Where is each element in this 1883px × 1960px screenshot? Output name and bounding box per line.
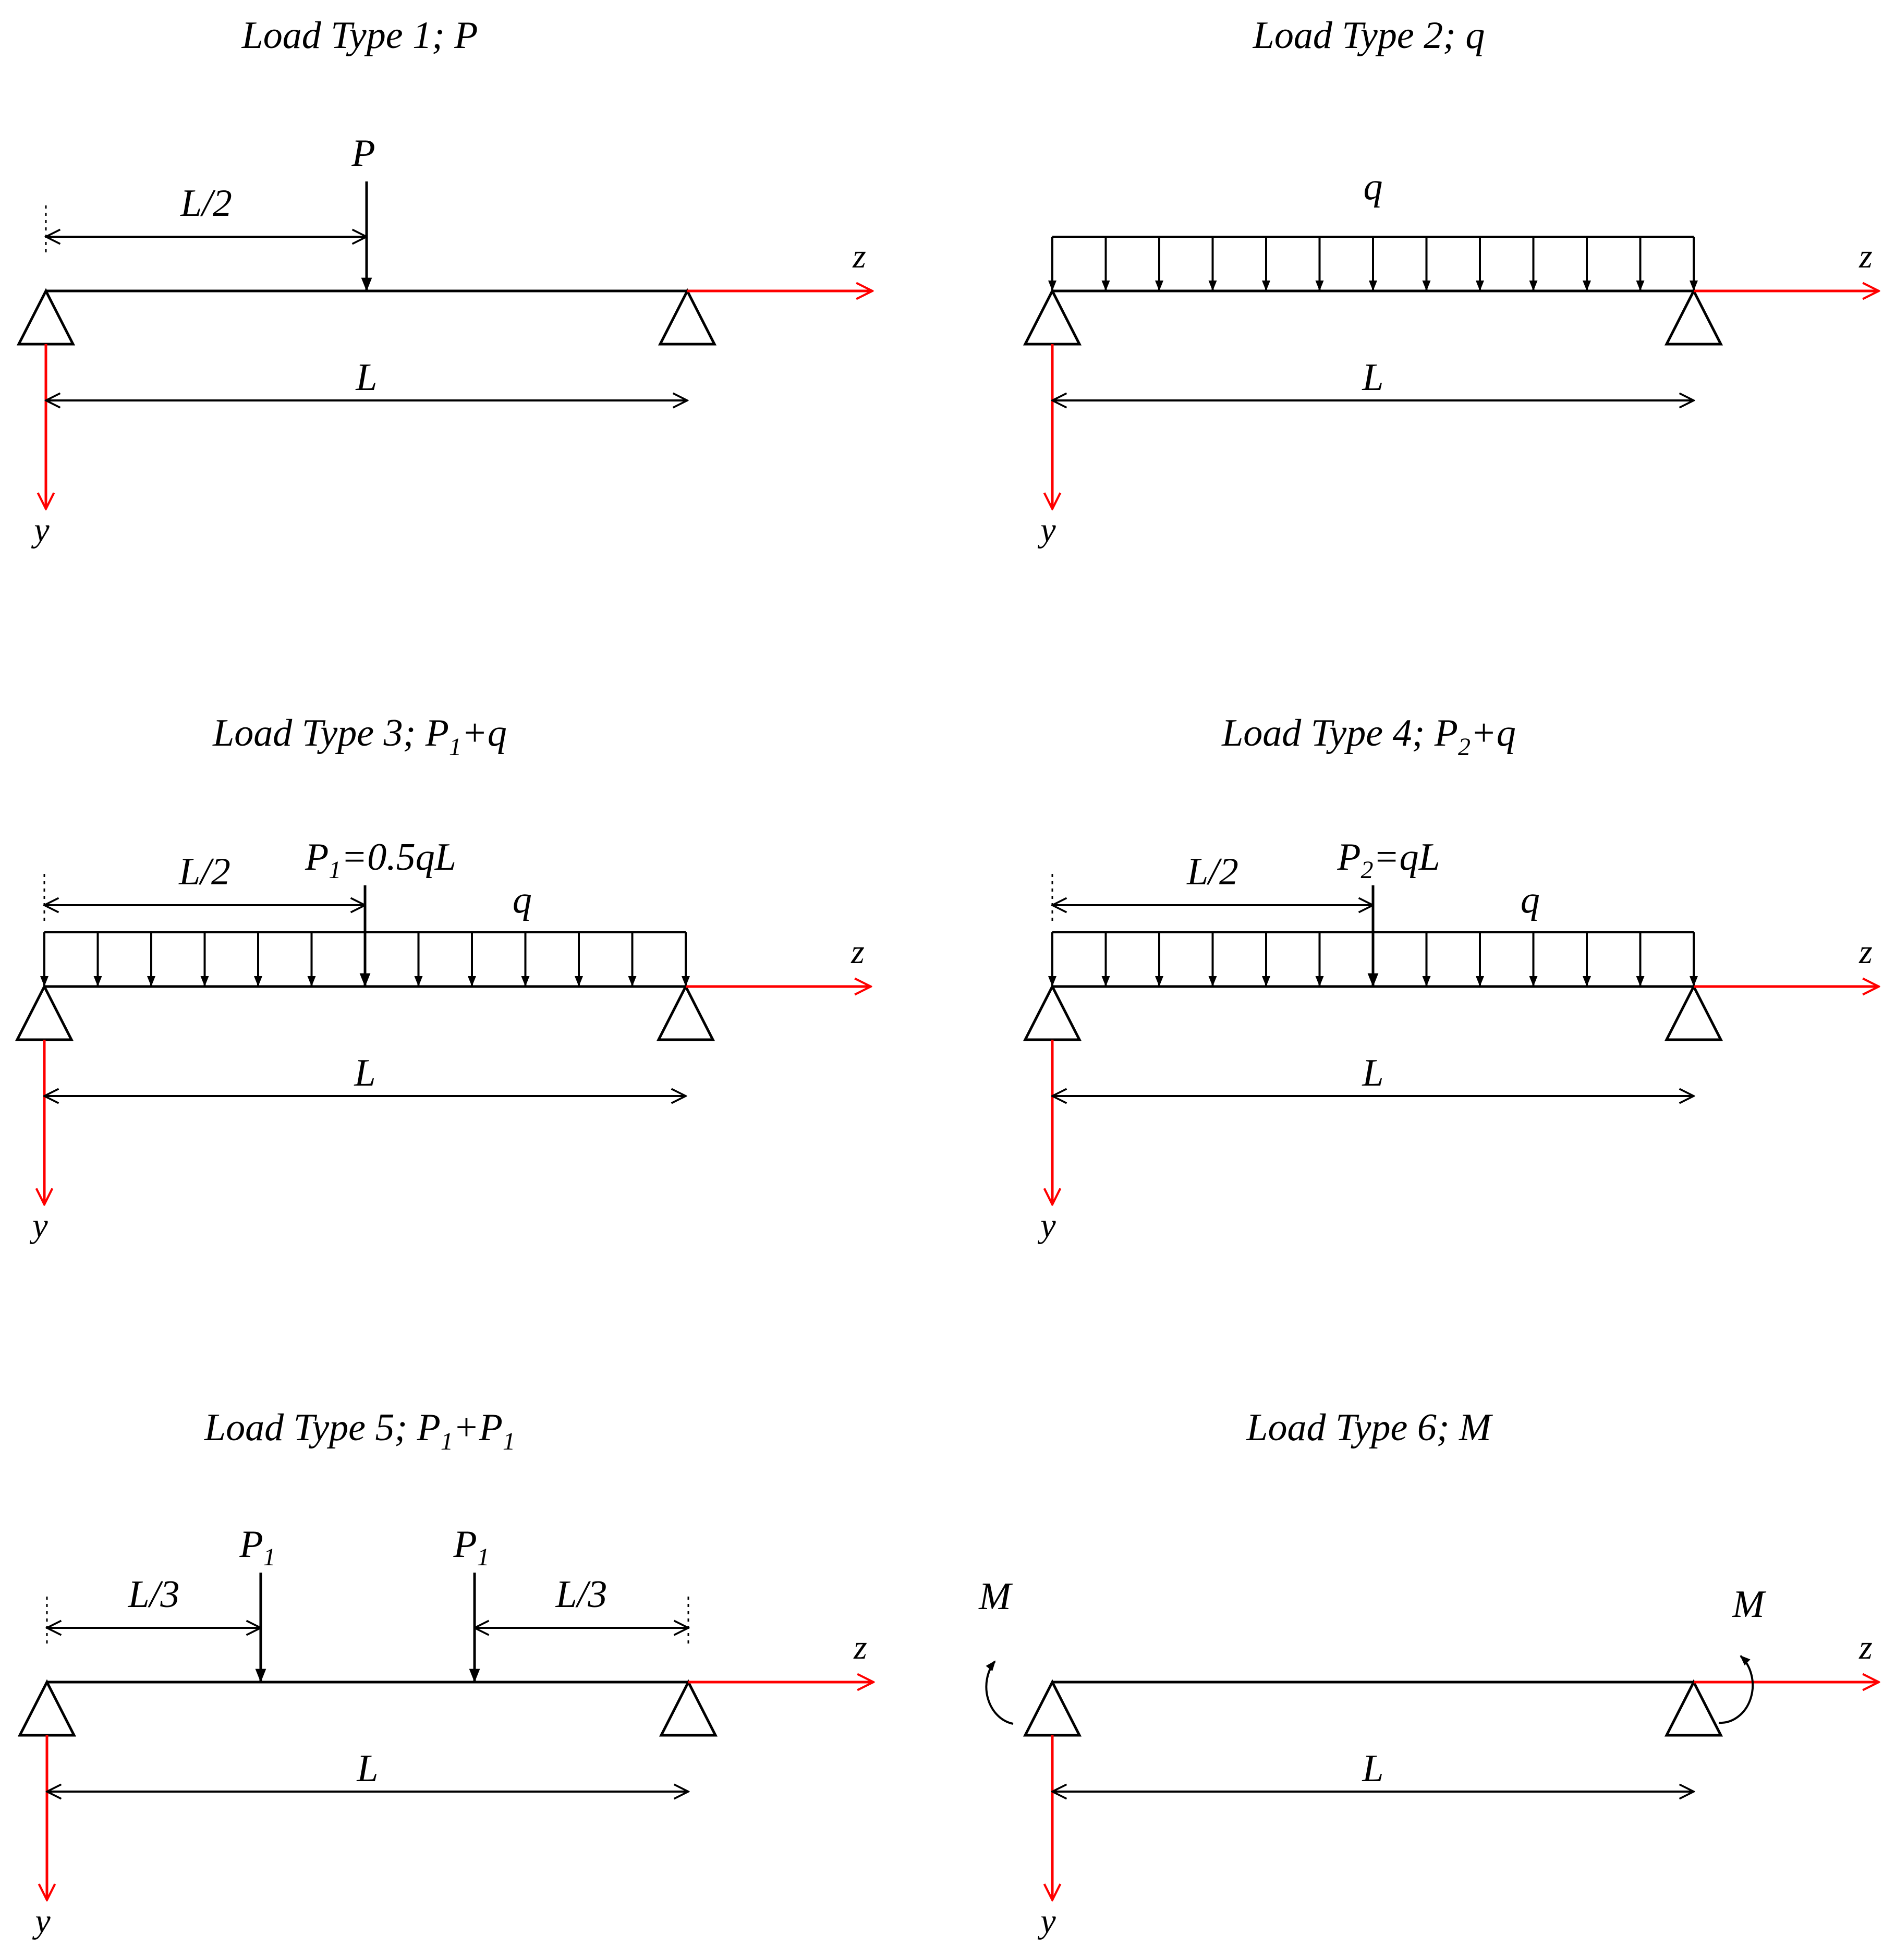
point-load-label: P1=0.5qL bbox=[305, 836, 456, 884]
diagram-drawing: zyLPL/2zyLqzyLqP1=0.5qLL/2zyLqP2=qLL/2zy… bbox=[15, 132, 1879, 1940]
y-axis-label: y bbox=[1037, 511, 1056, 549]
left-pin-support bbox=[1023, 288, 1082, 346]
panel-5-title-mid: +P bbox=[453, 1406, 503, 1449]
span-label: L bbox=[1362, 1747, 1383, 1790]
partial-dimension-label: L/2 bbox=[1186, 850, 1238, 893]
right-pin-support bbox=[1664, 983, 1723, 1041]
panel-2: z y Lq bbox=[1023, 165, 1879, 549]
distributed-load-label: q bbox=[513, 879, 532, 921]
left-pin-support bbox=[1023, 983, 1082, 1041]
panel-4: z y Lq P2=qL L/2 bbox=[1023, 836, 1879, 1245]
span-label: L bbox=[1362, 356, 1383, 399]
panel-3: z y Lq P1=0.5qL L/2 bbox=[15, 836, 871, 1245]
panel-4-title-rest: +q bbox=[1471, 712, 1516, 754]
point-load-label: P1 bbox=[453, 1523, 489, 1571]
panel-titles: Load Type 1; P Load Type 2; q Load Type … bbox=[204, 14, 1516, 1455]
right-pin-support bbox=[1664, 288, 1723, 346]
panel-4-title-text: Load Type 4; P bbox=[1221, 712, 1458, 754]
z-axis-label: z bbox=[853, 1628, 867, 1666]
y-axis-label: y bbox=[1037, 1207, 1056, 1245]
left-pin-support bbox=[17, 1679, 77, 1737]
partial-dimension-label: L/2 bbox=[178, 850, 230, 893]
panel-6: z y L M M bbox=[978, 1575, 1879, 1940]
right-moment-label: M bbox=[1732, 1583, 1767, 1626]
panel-2-title: Load Type 2; q bbox=[1253, 14, 1485, 57]
y-axis-label: y bbox=[31, 511, 50, 549]
span-label: L bbox=[355, 356, 377, 399]
panel-5-title-sub1: 1 bbox=[441, 1428, 453, 1455]
distributed-load-label: q bbox=[1521, 879, 1540, 921]
right-pin-support bbox=[659, 1679, 718, 1737]
point-load-label: P2=qL bbox=[1337, 836, 1440, 884]
panel-1: z y L P L/2 bbox=[16, 132, 872, 549]
panel-5: z y L P1 P1L/3 L/3 bbox=[17, 1523, 873, 1940]
point-load-label: P1 bbox=[239, 1523, 275, 1571]
span-label: L bbox=[356, 1747, 378, 1790]
panel-3-title-sub: 1 bbox=[449, 733, 461, 761]
left-moment-arrow bbox=[985, 1660, 1014, 1725]
z-axis-label: z bbox=[1858, 237, 1873, 275]
partial-dimension-label: L/3 bbox=[128, 1573, 180, 1616]
y-axis-label: y bbox=[29, 1207, 48, 1245]
right-moment-arrow bbox=[1718, 1655, 1754, 1724]
panel-1-title-text: Load Type 1; P bbox=[241, 14, 478, 57]
panel-5-title: Load Type 5; P1+P1 bbox=[204, 1406, 515, 1455]
panel-1-title: Load Type 1; P bbox=[241, 14, 478, 57]
panel-4-title-sub: 2 bbox=[1458, 733, 1471, 761]
panel-3-title-text: Load Type 3; P bbox=[212, 712, 449, 754]
z-axis-label: z bbox=[1858, 933, 1873, 971]
z-axis-label: z bbox=[851, 933, 865, 971]
span-label: L bbox=[1362, 1052, 1383, 1094]
right-pin-support bbox=[658, 288, 717, 346]
right-pin-support bbox=[656, 983, 715, 1041]
left-pin-support bbox=[15, 983, 74, 1041]
left-moment-label: M bbox=[978, 1575, 1013, 1618]
point-load-label: P bbox=[351, 132, 375, 175]
z-axis-label: z bbox=[852, 237, 866, 275]
panel-5-title-text: Load Type 5; P bbox=[204, 1406, 441, 1449]
left-pin-support bbox=[1023, 1679, 1082, 1737]
partial-dimension-label: L/3 bbox=[555, 1573, 608, 1616]
y-axis-label: y bbox=[32, 1902, 51, 1940]
z-axis-label: z bbox=[1858, 1628, 1873, 1666]
left-pin-support bbox=[16, 288, 76, 346]
right-pin-support bbox=[1664, 1679, 1723, 1737]
panel-2-title-text: Load Type 2; q bbox=[1253, 14, 1485, 57]
panel-5-title-sub2: 1 bbox=[503, 1428, 515, 1455]
panel-3-title-rest: +q bbox=[461, 712, 507, 754]
distributed-load-label: q bbox=[1364, 165, 1383, 208]
span-label: L bbox=[354, 1052, 375, 1094]
panel-3-title: Load Type 3; P1+q bbox=[212, 712, 507, 761]
panel-6-title: Load Type 6; M bbox=[1246, 1406, 1493, 1449]
panel-6-title-text: Load Type 6; M bbox=[1246, 1406, 1493, 1449]
panel-4-title: Load Type 4; P2+q bbox=[1221, 712, 1516, 761]
partial-dimension-label: L/2 bbox=[180, 182, 232, 225]
y-axis-label: y bbox=[1037, 1902, 1056, 1940]
